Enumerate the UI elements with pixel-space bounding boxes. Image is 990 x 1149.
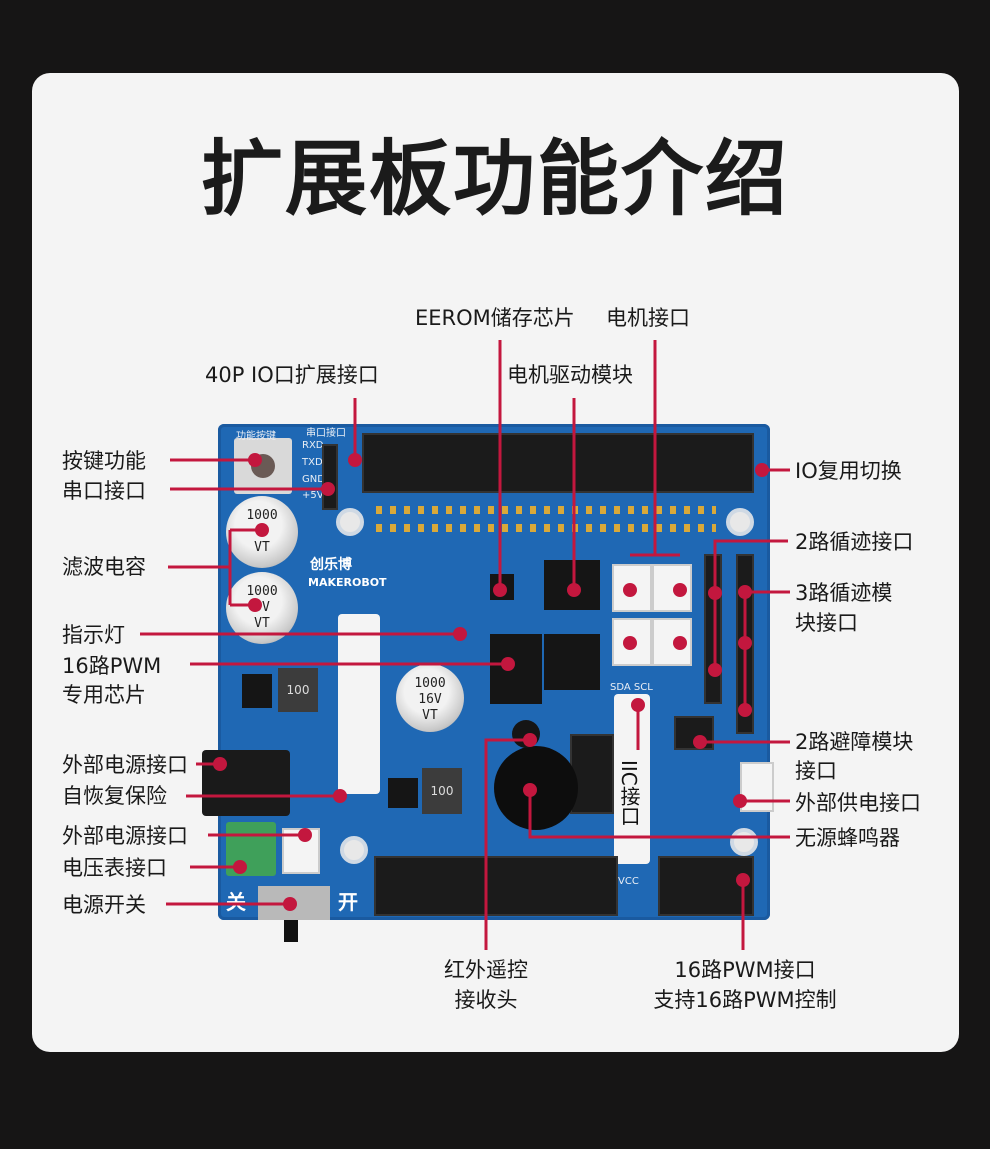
callout-line-track2 xyxy=(713,539,788,670)
txd-silk: TXD xyxy=(302,457,323,468)
callout-dot-motor-driver xyxy=(567,583,581,597)
callout-dot-indicator xyxy=(453,627,467,641)
motor-driver-chip-b xyxy=(544,634,600,690)
board-slot-left xyxy=(338,614,380,794)
callout-dot-fuse xyxy=(333,789,347,803)
label-ext-power-2: 外部电源接口 xyxy=(62,824,188,848)
label-avoid-2: 接口 xyxy=(795,759,837,783)
callout-line-motor-port xyxy=(630,340,680,557)
callout-dot-iic xyxy=(631,698,645,712)
callout-dot-ir xyxy=(523,733,537,747)
label-ir-1: 红外遥控 xyxy=(444,958,528,982)
inductor-a: 100 xyxy=(278,668,318,712)
callout-dot-track2-a xyxy=(708,586,722,600)
callout-dot-voltmeter xyxy=(233,860,247,874)
callout-dot-motor-conn-a xyxy=(623,636,637,650)
callout-dot-track3-c xyxy=(738,703,752,717)
callout-line-buzzer xyxy=(528,790,790,839)
label-pwm-port-2: 支持16路PWM控制 xyxy=(653,988,837,1012)
rxd-silk: RXD xyxy=(302,440,324,451)
filter-cap-b: 1000 5V VT xyxy=(226,572,298,644)
label-pwm-chip-1: 16路PWM xyxy=(62,654,162,678)
callout-line-track3 xyxy=(743,590,790,710)
motor-connector-4 xyxy=(652,618,692,666)
brand-en: MAKEROBOT xyxy=(308,576,387,589)
callout-dot-serial-port xyxy=(321,482,335,496)
serial-silk: 串口接口 xyxy=(306,428,346,439)
callout-dot-avoid xyxy=(693,735,707,749)
callout-dot-track3-a xyxy=(738,585,752,599)
label-track2: 2路循迹接口 xyxy=(795,530,914,554)
callout-dot-ext-power-1 xyxy=(213,757,227,771)
mount-hole-4 xyxy=(730,828,758,856)
pwm-chip xyxy=(490,634,542,704)
mount-hole-3 xyxy=(340,836,368,864)
mount-hole-2 xyxy=(726,508,754,536)
callout-dot-motor-port-b xyxy=(673,583,687,597)
power-switch-lever xyxy=(284,920,298,942)
callout-dot-motor-port-a xyxy=(623,583,637,597)
label-iic: IIC接口 xyxy=(617,760,641,826)
callout-dot-filter-cap-a xyxy=(255,523,269,537)
callout-dot-filter-cap-b xyxy=(248,598,262,612)
label-motor-port: 电机接口 xyxy=(606,306,690,330)
callout-dot-motor-conn-b xyxy=(673,636,687,650)
pin-row-top xyxy=(376,506,716,514)
gnd-silk: GND xyxy=(302,474,325,485)
label-pwm-port-1: 16路PWM接口 xyxy=(674,958,816,982)
fuse-chip xyxy=(388,778,418,808)
iic-header xyxy=(570,734,614,814)
label-motor-driver: 电机驱动模块 xyxy=(507,363,633,387)
vcc-silk: VCC xyxy=(618,876,639,887)
label-serial-port: 串口接口 xyxy=(62,479,146,503)
callout-dot-eerom xyxy=(493,583,507,597)
label-voltmeter: 电压表接口 xyxy=(62,856,167,880)
key-silk: 功能按键 xyxy=(236,431,276,442)
callout-line-filter-cap xyxy=(168,528,262,607)
label-indicator: 指示灯 xyxy=(62,623,125,647)
page-title: 扩展板功能介绍 xyxy=(200,132,789,227)
mount-hole-1 xyxy=(336,508,364,536)
iic-silk: SDA SCL xyxy=(610,682,653,693)
label-io-mux: IO复用切换 xyxy=(795,459,902,483)
switch-on-silk: 开 xyxy=(338,890,358,914)
pwm-header-left xyxy=(374,856,618,916)
label-ir-2: 接收头 xyxy=(454,988,518,1012)
label-pwm-chip-2: 专用芯片 xyxy=(62,683,146,707)
label-ext-supply: 外部供电接口 xyxy=(795,791,921,815)
callout-line-ir xyxy=(484,738,530,950)
label-avoid-1: 2路避障模块 xyxy=(795,730,914,754)
brand-cn: 创乐博 xyxy=(310,557,352,573)
switch-off-silk: 关 xyxy=(226,890,246,914)
callout-dot-buzzer xyxy=(523,783,537,797)
callout-dot-ext-power-2 xyxy=(298,828,312,842)
label-track3-2: 块接口 xyxy=(795,611,858,635)
callout-dot-ext-supply xyxy=(733,794,747,808)
callout-dot-power-switch xyxy=(283,897,297,911)
cap-c: 1000 16V VT xyxy=(396,664,464,732)
label-ext-power-1: 外部电源接口 xyxy=(62,753,188,777)
label-power-switch: 电源开关 xyxy=(62,893,146,917)
label-eerom: EEROM储存芯片 xyxy=(415,306,575,330)
label-fuse: 自恢复保险 xyxy=(62,784,167,808)
label-key-function: 按键功能 xyxy=(62,449,146,473)
callout-dot-pwm-port xyxy=(736,873,750,887)
pwm-header-right xyxy=(658,856,754,916)
callout-dot-pwm-chip xyxy=(501,657,515,671)
callout-dot-io-mux xyxy=(755,463,769,477)
inductor-b: 100 xyxy=(422,768,462,814)
label-track3-1: 3路循迹模 xyxy=(795,581,893,605)
regulator-chip xyxy=(242,674,272,708)
label-filter-cap: 滤波电容 xyxy=(62,555,146,579)
callout-dot-track3-b xyxy=(738,636,752,650)
callout-dot-track2-b xyxy=(708,663,722,677)
io-40p-header xyxy=(362,433,754,493)
callout-dot-io-40p xyxy=(348,453,362,467)
label-io-40p: 40P IO口扩展接口 xyxy=(205,363,379,387)
pin-row-bottom xyxy=(376,524,716,532)
label-buzzer: 无源蜂鸣器 xyxy=(795,826,900,850)
v5-silk: +5V xyxy=(302,490,324,501)
callout-dot-key-function xyxy=(248,453,262,467)
